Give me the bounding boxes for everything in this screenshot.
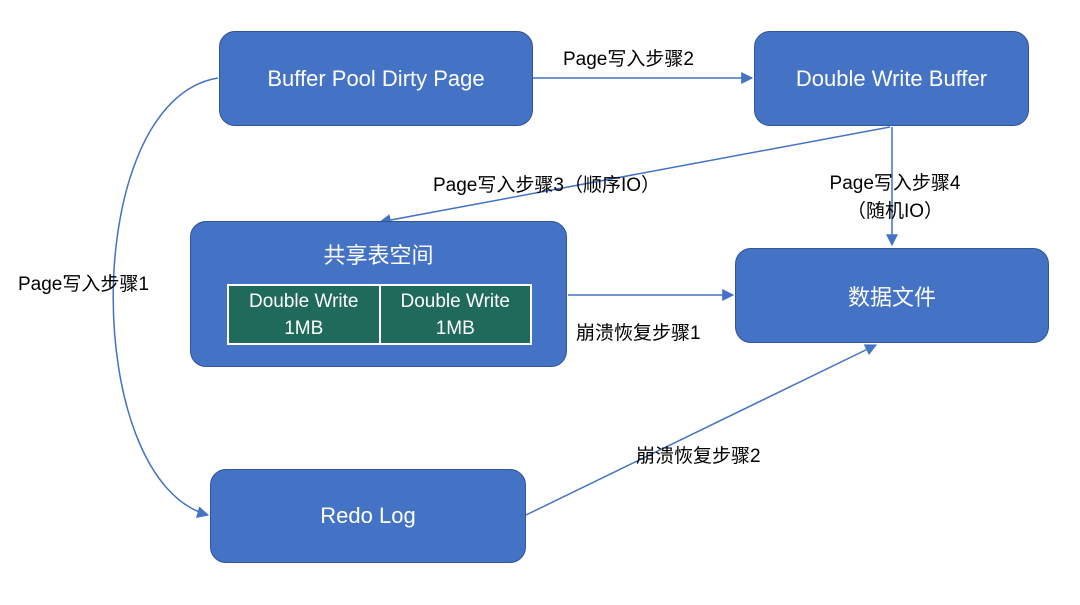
double-write-cell-2-line1: Double Write — [400, 290, 510, 312]
data-file-node: 数据文件 — [735, 248, 1049, 343]
redo-log-node: Redo Log — [210, 469, 526, 563]
double-write-buffer-label: Double Write Buffer — [795, 65, 988, 91]
edge-recover2 — [525, 344, 878, 516]
edge-label-step4-line1: Page写入步骤4 — [829, 173, 961, 194]
double-write-cell-2: Double Write 1MB — [380, 286, 530, 343]
edge-label-step4-line2: （随机IO） — [846, 201, 944, 222]
double-write-cell-2-line2: 1MB — [435, 317, 475, 339]
edge-label-step4: Page写入步骤4 （随机IO） — [795, 170, 995, 226]
buffer-pool-node: Buffer Pool Dirty Page — [219, 31, 533, 126]
edge-label-step1: Page写入步骤1 — [18, 274, 149, 295]
double-write-cell-1: Double Write 1MB — [229, 286, 379, 343]
edge-label-recover1: 崩溃恢复步骤1 — [576, 323, 701, 344]
edge-label-step3: Page写入步骤3（顺序IO） — [433, 175, 660, 196]
buffer-pool-label: Buffer Pool Dirty Page — [267, 65, 485, 91]
shared-tablespace-title: 共享表空间 — [323, 243, 434, 268]
edge-step1 — [112, 77, 219, 518]
double-write-cell-1-line2: 1MB — [284, 317, 324, 339]
edge-label-recover2: 崩溃恢复步骤2 — [636, 446, 761, 467]
data-file-label: 数据文件 — [847, 284, 936, 310]
edge-label-step2: Page写入步骤2 — [563, 49, 694, 70]
double-write-cell-1-line1: Double Write — [249, 290, 359, 312]
edge-step3 — [378, 126, 891, 226]
double-write-buffer-node: Double Write Buffer — [754, 31, 1029, 126]
redo-log-label: Redo Log — [320, 503, 416, 528]
double-write-area: Double Write 1MB Double Write 1MB — [227, 284, 532, 345]
